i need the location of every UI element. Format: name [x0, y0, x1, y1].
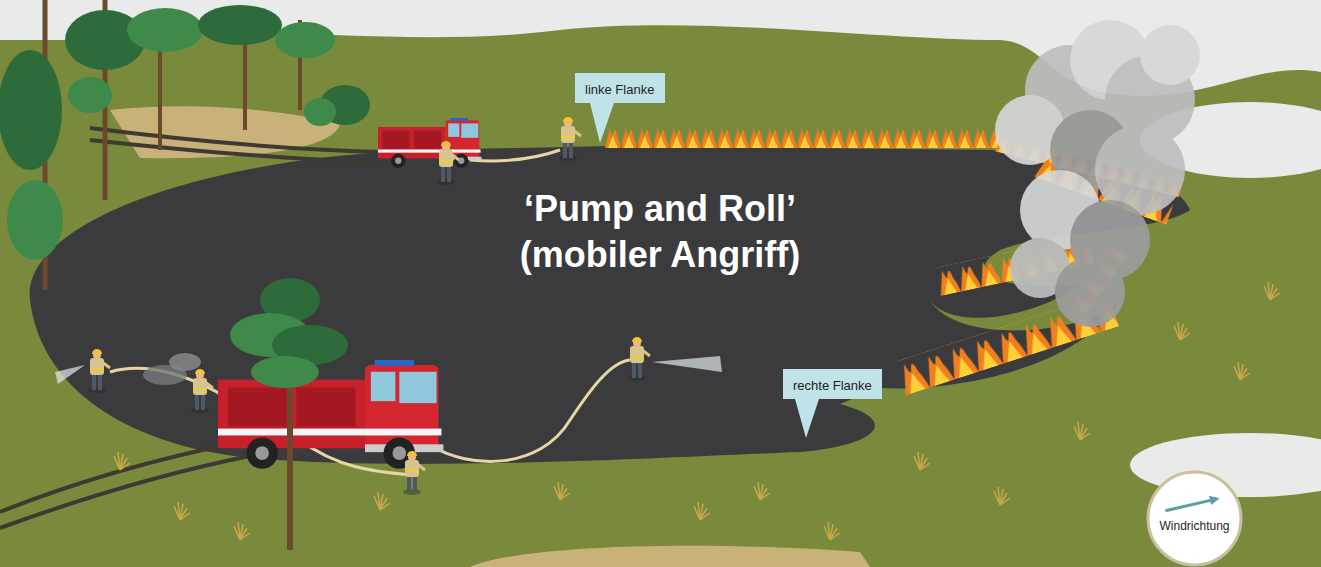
- callout-pointers-part: [795, 399, 819, 438]
- flank-callout: linke Flanke: [575, 73, 665, 103]
- ground-smoke: [143, 353, 201, 385]
- fire-front-part-part: [605, 126, 1005, 148]
- firefighters-part: [191, 369, 213, 413]
- pine-trees-part: [304, 98, 336, 126]
- water-spray-part: [55, 365, 85, 384]
- tire-tracks: [0, 128, 380, 528]
- grass-tufts-part: [1234, 362, 1250, 380]
- grass-tufts-part: [914, 452, 930, 470]
- node-label: Windrichtung: [1146, 470, 1243, 533]
- node-label: rechte Flanke: [793, 378, 872, 394]
- burned-area: [30, 146, 1190, 464]
- badge-shape: [1146, 470, 1243, 567]
- hoses-part: [470, 150, 560, 161]
- grass-tufts-part: [1074, 422, 1090, 440]
- hoses-part: [430, 360, 630, 461]
- tire-tracks-part: [90, 128, 380, 152]
- grass-tufts-part: [754, 482, 770, 500]
- grass-tufts-part: [994, 487, 1010, 505]
- pine-tree-part: [251, 356, 319, 388]
- grass-tufts-part: [1174, 322, 1190, 340]
- badge-circle: [1148, 472, 1241, 565]
- pine-trees: [0, 0, 370, 290]
- pine-trees-part: [68, 77, 112, 113]
- smoke-part: [1055, 257, 1125, 327]
- grass-tufts-part: [1264, 282, 1280, 300]
- grass-tufts-part: [174, 502, 190, 520]
- node-label: linke Flanke: [585, 82, 654, 98]
- grass-tufts-part: [554, 482, 570, 500]
- ground-smoke-part: [169, 353, 201, 371]
- smoke-part: [1140, 25, 1200, 85]
- pine-tree: [230, 278, 348, 550]
- flank-callout: rechte Flanke: [783, 369, 882, 399]
- tire-tracks-part: [90, 140, 380, 162]
- diagram-title: ‘Pump and Roll’ (mobiler Angriff): [470, 186, 850, 278]
- pine-trees-part: [7, 180, 63, 260]
- pine-trees-part: [127, 8, 203, 52]
- grass-tufts-part: [694, 502, 710, 520]
- water-spray-part: [652, 356, 722, 372]
- firefighters-part: [88, 349, 110, 393]
- pine-trees-part: [198, 5, 282, 45]
- firefighters-part: [437, 141, 459, 185]
- firefighter: [403, 451, 425, 495]
- wind-arrow-head: [1209, 496, 1220, 505]
- tire-tracks-part: [0, 442, 240, 512]
- fire-front-part: [605, 126, 1005, 148]
- sand-patch: [470, 546, 870, 567]
- grass-tufts-part: [824, 522, 840, 540]
- grass-tufts-part: [234, 522, 250, 540]
- pine-trees-part: [275, 22, 335, 58]
- firefighters-part: [628, 337, 650, 381]
- grass-tufts-part: [374, 492, 390, 510]
- firefighters-part: [559, 117, 581, 161]
- grassland: [0, 25, 1321, 567]
- fire-truck: [378, 118, 482, 168]
- wind-arrow: [1165, 499, 1215, 511]
- smoke: [995, 20, 1200, 327]
- pine-trees-part: [0, 50, 62, 170]
- wind-direction-badge: Windrichtung: [1146, 470, 1243, 567]
- grass-tufts-part: [114, 452, 130, 470]
- callout-pointers-part: [590, 103, 614, 143]
